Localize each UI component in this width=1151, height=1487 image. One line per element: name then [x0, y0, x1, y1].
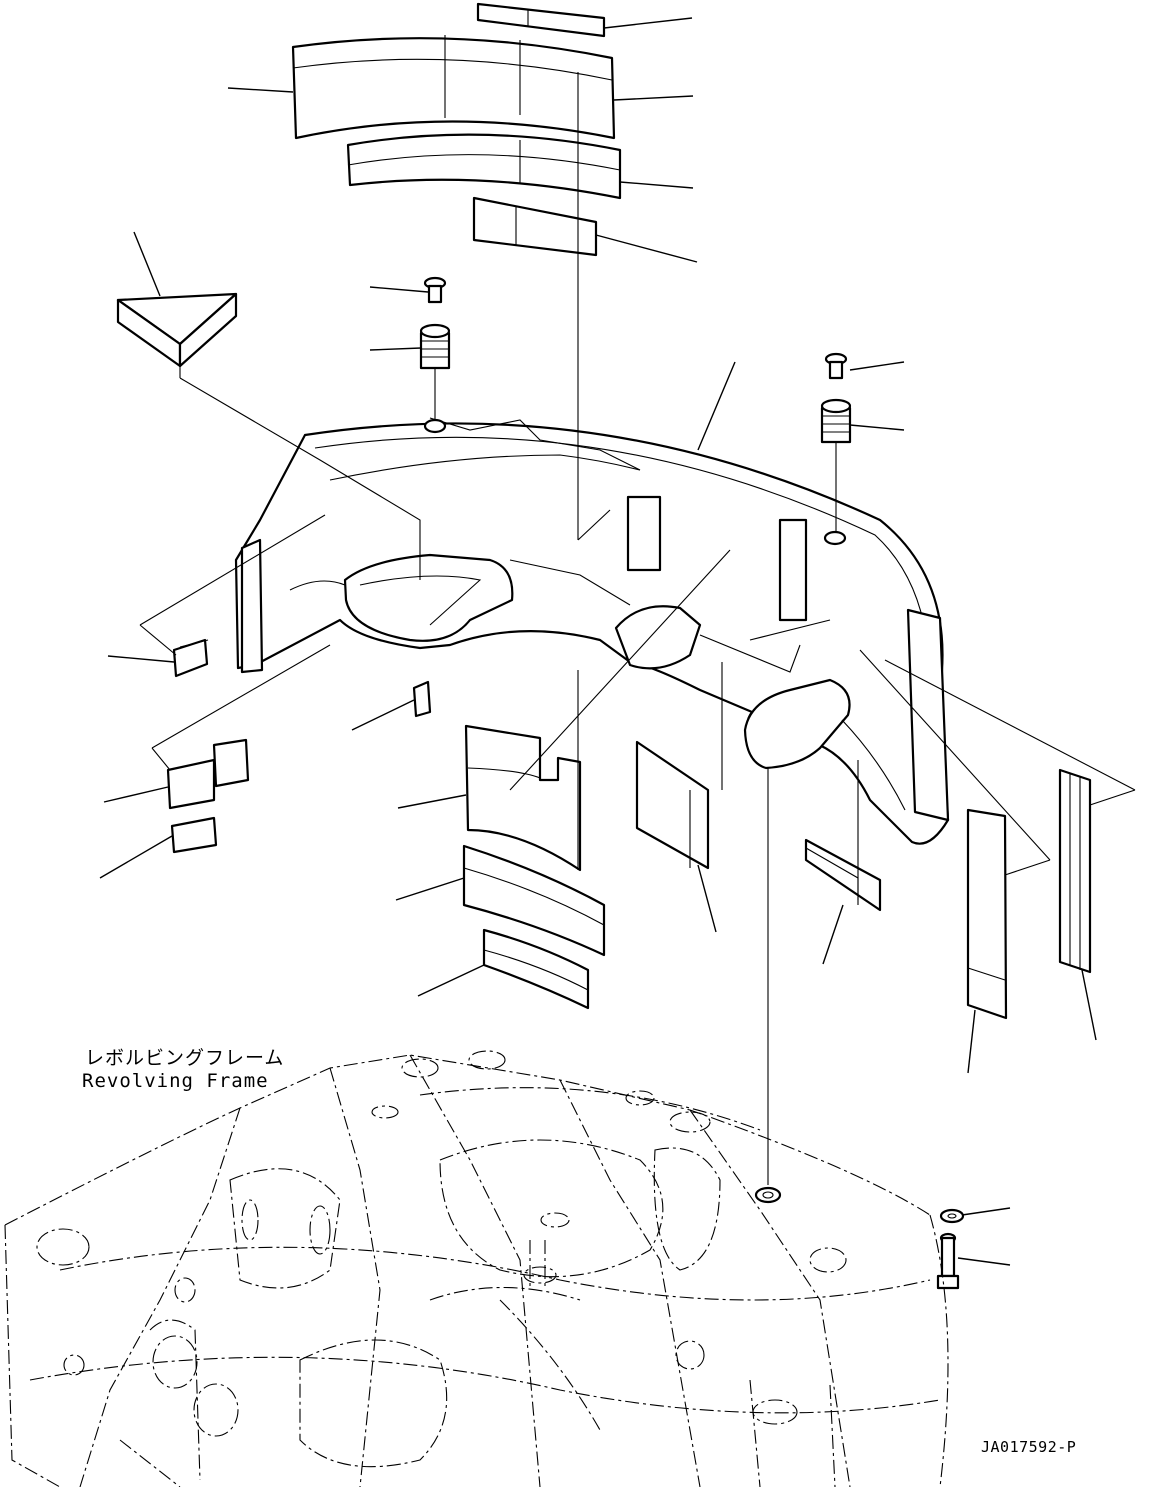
- middle-weight-block: [635, 740, 710, 870]
- mount-bolt: [936, 1232, 960, 1290]
- top-weight-stack: [291, 2, 622, 257]
- spring-right: [820, 398, 852, 444]
- leader-lines: [99, 17, 1136, 1266]
- washer: [939, 1208, 965, 1224]
- small-block-left-1: [172, 638, 209, 678]
- bolt-right: [824, 352, 848, 380]
- washer-seat: [754, 1186, 782, 1204]
- wedge-block: [804, 838, 882, 912]
- side-blocks-left: [166, 738, 250, 854]
- counterweight-body: [234, 417, 950, 845]
- bolt-left: [423, 276, 447, 304]
- revolving-frame-label-english: Revolving Frame: [82, 1070, 269, 1092]
- small-block-left-2: [412, 680, 432, 718]
- side-weight-stack-right: [966, 768, 1092, 1020]
- revolving-frame-label-japanese: レボルビングフレーム: [85, 1047, 285, 1069]
- drawing-id: JA017592-P: [981, 1438, 1077, 1456]
- spring-left: [419, 323, 451, 370]
- triangle-weight: [116, 292, 238, 368]
- revolving-frame: [4, 1050, 949, 1487]
- front-weight-stack: [462, 724, 606, 1010]
